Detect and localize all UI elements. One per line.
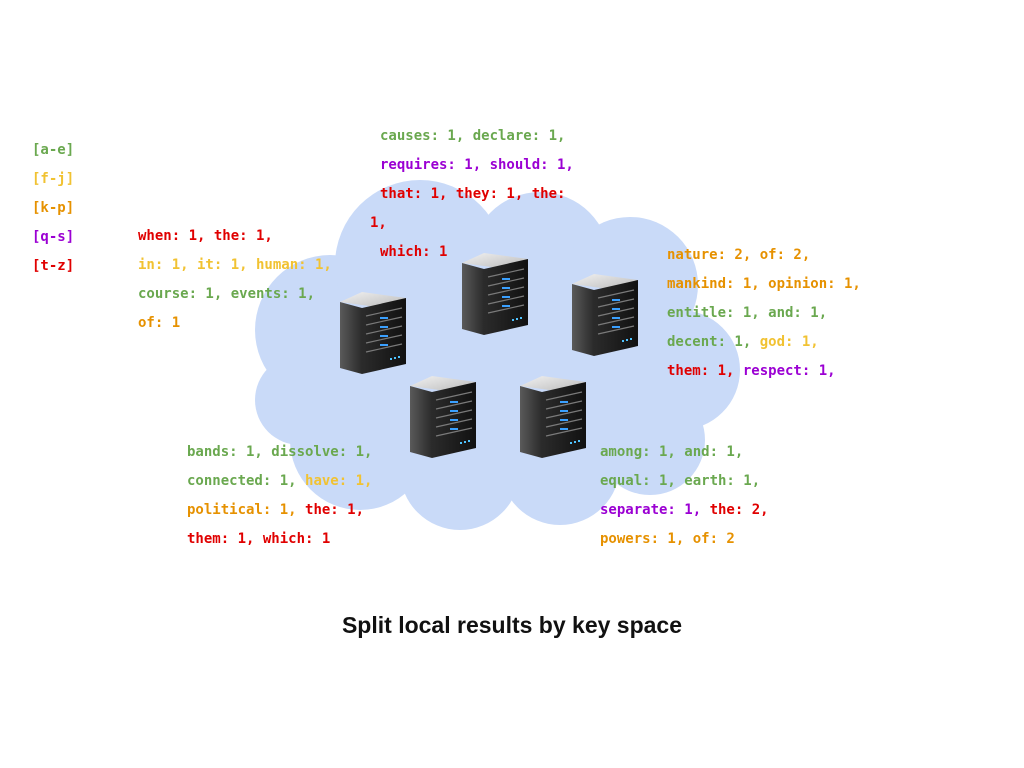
word-count-segment: them: 1, bbox=[667, 363, 743, 379]
word-count-segment: respect: 1, bbox=[742, 363, 836, 379]
word-count-segment: mankind: 1, opinion: 1, bbox=[667, 276, 861, 292]
word-count-line: in: 1, it: 1, human: 1, bbox=[138, 256, 332, 274]
word-count-segment: requires: 1, should: 1, bbox=[380, 157, 574, 173]
slide-caption: Split local results by key space bbox=[341, 612, 683, 638]
word-count-segment: causes: 1, declare: 1, bbox=[380, 128, 566, 144]
word-count-segment: god: 1, bbox=[759, 334, 819, 350]
word-count-segment: decent: 1, bbox=[667, 334, 760, 350]
word-count-segment: equal: 1, earth: 1, bbox=[600, 473, 761, 489]
word-count-line: bands: 1, dissolve: 1, bbox=[187, 443, 372, 461]
word-count-segment: 1, bbox=[370, 215, 387, 231]
word-count-line: them: 1, respect: 1, bbox=[667, 362, 836, 380]
word-count-segment: nature: 2, of: 2, bbox=[667, 247, 811, 263]
word-count-segment: entitle: 1, and: 1, bbox=[667, 305, 828, 321]
word-count-line: when: 1, the: 1, bbox=[138, 227, 273, 245]
word-count-line: mankind: 1, opinion: 1, bbox=[667, 275, 861, 293]
word-count-line: connected: 1, have: 1, bbox=[187, 472, 372, 490]
word-count-line: separate: 1, the: 2, bbox=[600, 501, 769, 519]
word-count-segment: in: 1, it: 1, human: 1, bbox=[138, 257, 332, 273]
word-count-segment: separate: 1, bbox=[600, 502, 710, 518]
word-count-segment: course: 1, events: 1, bbox=[138, 286, 316, 302]
word-count-segment: the: 1, bbox=[305, 502, 365, 518]
word-count-segment: of: 1 bbox=[138, 315, 181, 331]
word-count-segment: among: 1, and: 1, bbox=[600, 444, 744, 460]
word-count-line: nature: 2, of: 2, bbox=[667, 246, 810, 264]
key-space-legend: [a-e] [f-j] [k-p] [q-s] [t-z] bbox=[32, 140, 74, 274]
word-count-segment: have: 1, bbox=[305, 473, 373, 489]
word-count-line: equal: 1, earth: 1, bbox=[600, 472, 760, 490]
word-count-line: entitle: 1, and: 1, bbox=[667, 304, 827, 322]
word-count-segment: when: 1, the: 1, bbox=[138, 228, 273, 244]
legend-item-a-e: [a-e] bbox=[32, 142, 75, 158]
word-count-line: course: 1, events: 1, bbox=[138, 285, 315, 303]
word-count-segment: them: 1, which: 1 bbox=[187, 531, 331, 547]
word-count-line: of: 1 bbox=[138, 314, 180, 332]
word-count-segment: bands: 1, dissolve: 1, bbox=[187, 444, 373, 460]
legend-item-k-p: [k-p] bbox=[32, 200, 75, 216]
legend-item-q-s: [q-s] bbox=[32, 229, 75, 245]
word-count-line: powers: 1, of: 2 bbox=[600, 530, 735, 548]
word-count-segment: connected: 1, bbox=[187, 473, 306, 489]
word-count-line: that: 1, they: 1, the: bbox=[380, 185, 565, 203]
word-count-segment: that: 1, they: 1, the: bbox=[380, 186, 566, 202]
word-count-segment: which: 1 bbox=[380, 244, 448, 260]
word-count-segment: political: 1, bbox=[187, 502, 306, 518]
word-count-line: among: 1, and: 1, bbox=[600, 443, 743, 461]
word-count-segment: the: 2, bbox=[709, 502, 769, 518]
word-count-line: decent: 1, god: 1, bbox=[667, 333, 819, 351]
word-count-segment: powers: 1, of: 2 bbox=[600, 531, 735, 547]
legend-item-f-j: [f-j] bbox=[32, 171, 75, 187]
word-count-line: requires: 1, should: 1, bbox=[380, 156, 574, 174]
word-count-line: them: 1, which: 1 bbox=[187, 530, 330, 548]
word-count-line: which: 1 bbox=[380, 243, 447, 261]
word-count-line: 1, bbox=[370, 214, 387, 232]
word-count-line: political: 1, the: 1, bbox=[187, 501, 364, 519]
legend-item-t-z: [t-z] bbox=[32, 258, 75, 274]
word-count-line: causes: 1, declare: 1, bbox=[380, 127, 565, 145]
